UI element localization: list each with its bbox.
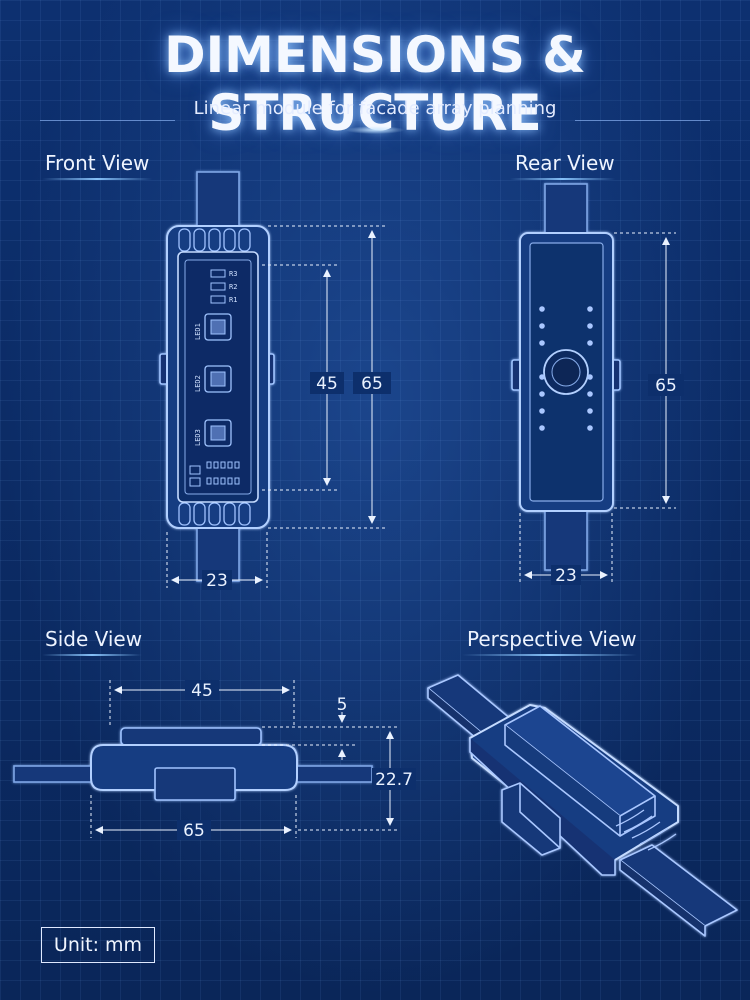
rear-view-label: Rear View — [515, 151, 615, 175]
front-inner-height-dimension: 45 — [316, 374, 338, 394]
rear-width-label-bg — [551, 565, 581, 585]
rear-width-dimension: 23 — [555, 566, 577, 586]
resistor-label-r3: R3 — [229, 270, 237, 278]
side-height-dimension: 22.7 — [375, 770, 413, 790]
rear-height-dimension: 65 — [655, 376, 677, 396]
side-top-length-label-bg — [185, 680, 219, 700]
perspective-view-label: Perspective View — [467, 627, 637, 651]
subtitle-glow — [345, 126, 405, 134]
side-length-dimension: 65 — [183, 821, 205, 841]
front-width-dimension: 23 — [206, 571, 228, 591]
led-label-3: LED3 — [194, 429, 202, 446]
resistor-label-r1: R1 — [229, 296, 237, 304]
front-view-underline — [42, 178, 152, 180]
side-top-length-dimension: 45 — [191, 681, 213, 701]
resistor-label-r2: R2 — [229, 283, 237, 291]
side-view-drawing — [13, 727, 373, 801]
rear-view-underline — [510, 178, 615, 180]
side-view-underline — [42, 654, 142, 656]
led-label-1: LED1 — [194, 323, 202, 340]
page-title: DIMENSIONS & STRUCTURE — [164, 26, 586, 142]
side-length-label-bg — [177, 820, 211, 840]
page-subtitle: Linear module for facade array planning — [193, 98, 557, 119]
front-view-label: Front View — [45, 151, 150, 175]
front-height-dimension: 65 — [361, 374, 383, 394]
rear-height-label-bg — [648, 374, 684, 396]
front-width-label-bg — [202, 570, 232, 590]
side-height-label-bg — [372, 768, 416, 790]
perspective-view-underline — [462, 654, 637, 656]
side-thickness-dimension: 5 — [337, 695, 348, 715]
unit-label: Unit: mm — [41, 927, 155, 963]
subtitle-divider-right — [575, 120, 710, 121]
front-view-drawing — [159, 171, 275, 582]
front-inner-height-label-bg — [310, 372, 344, 394]
front-height-label-bg — [353, 372, 391, 394]
led-label-2: LED2 — [194, 375, 202, 392]
perspective-view-drawing — [427, 674, 738, 937]
side-view-label: Side View — [45, 627, 143, 651]
subtitle-divider-left — [40, 120, 175, 121]
rear-view-drawing — [511, 183, 621, 571]
